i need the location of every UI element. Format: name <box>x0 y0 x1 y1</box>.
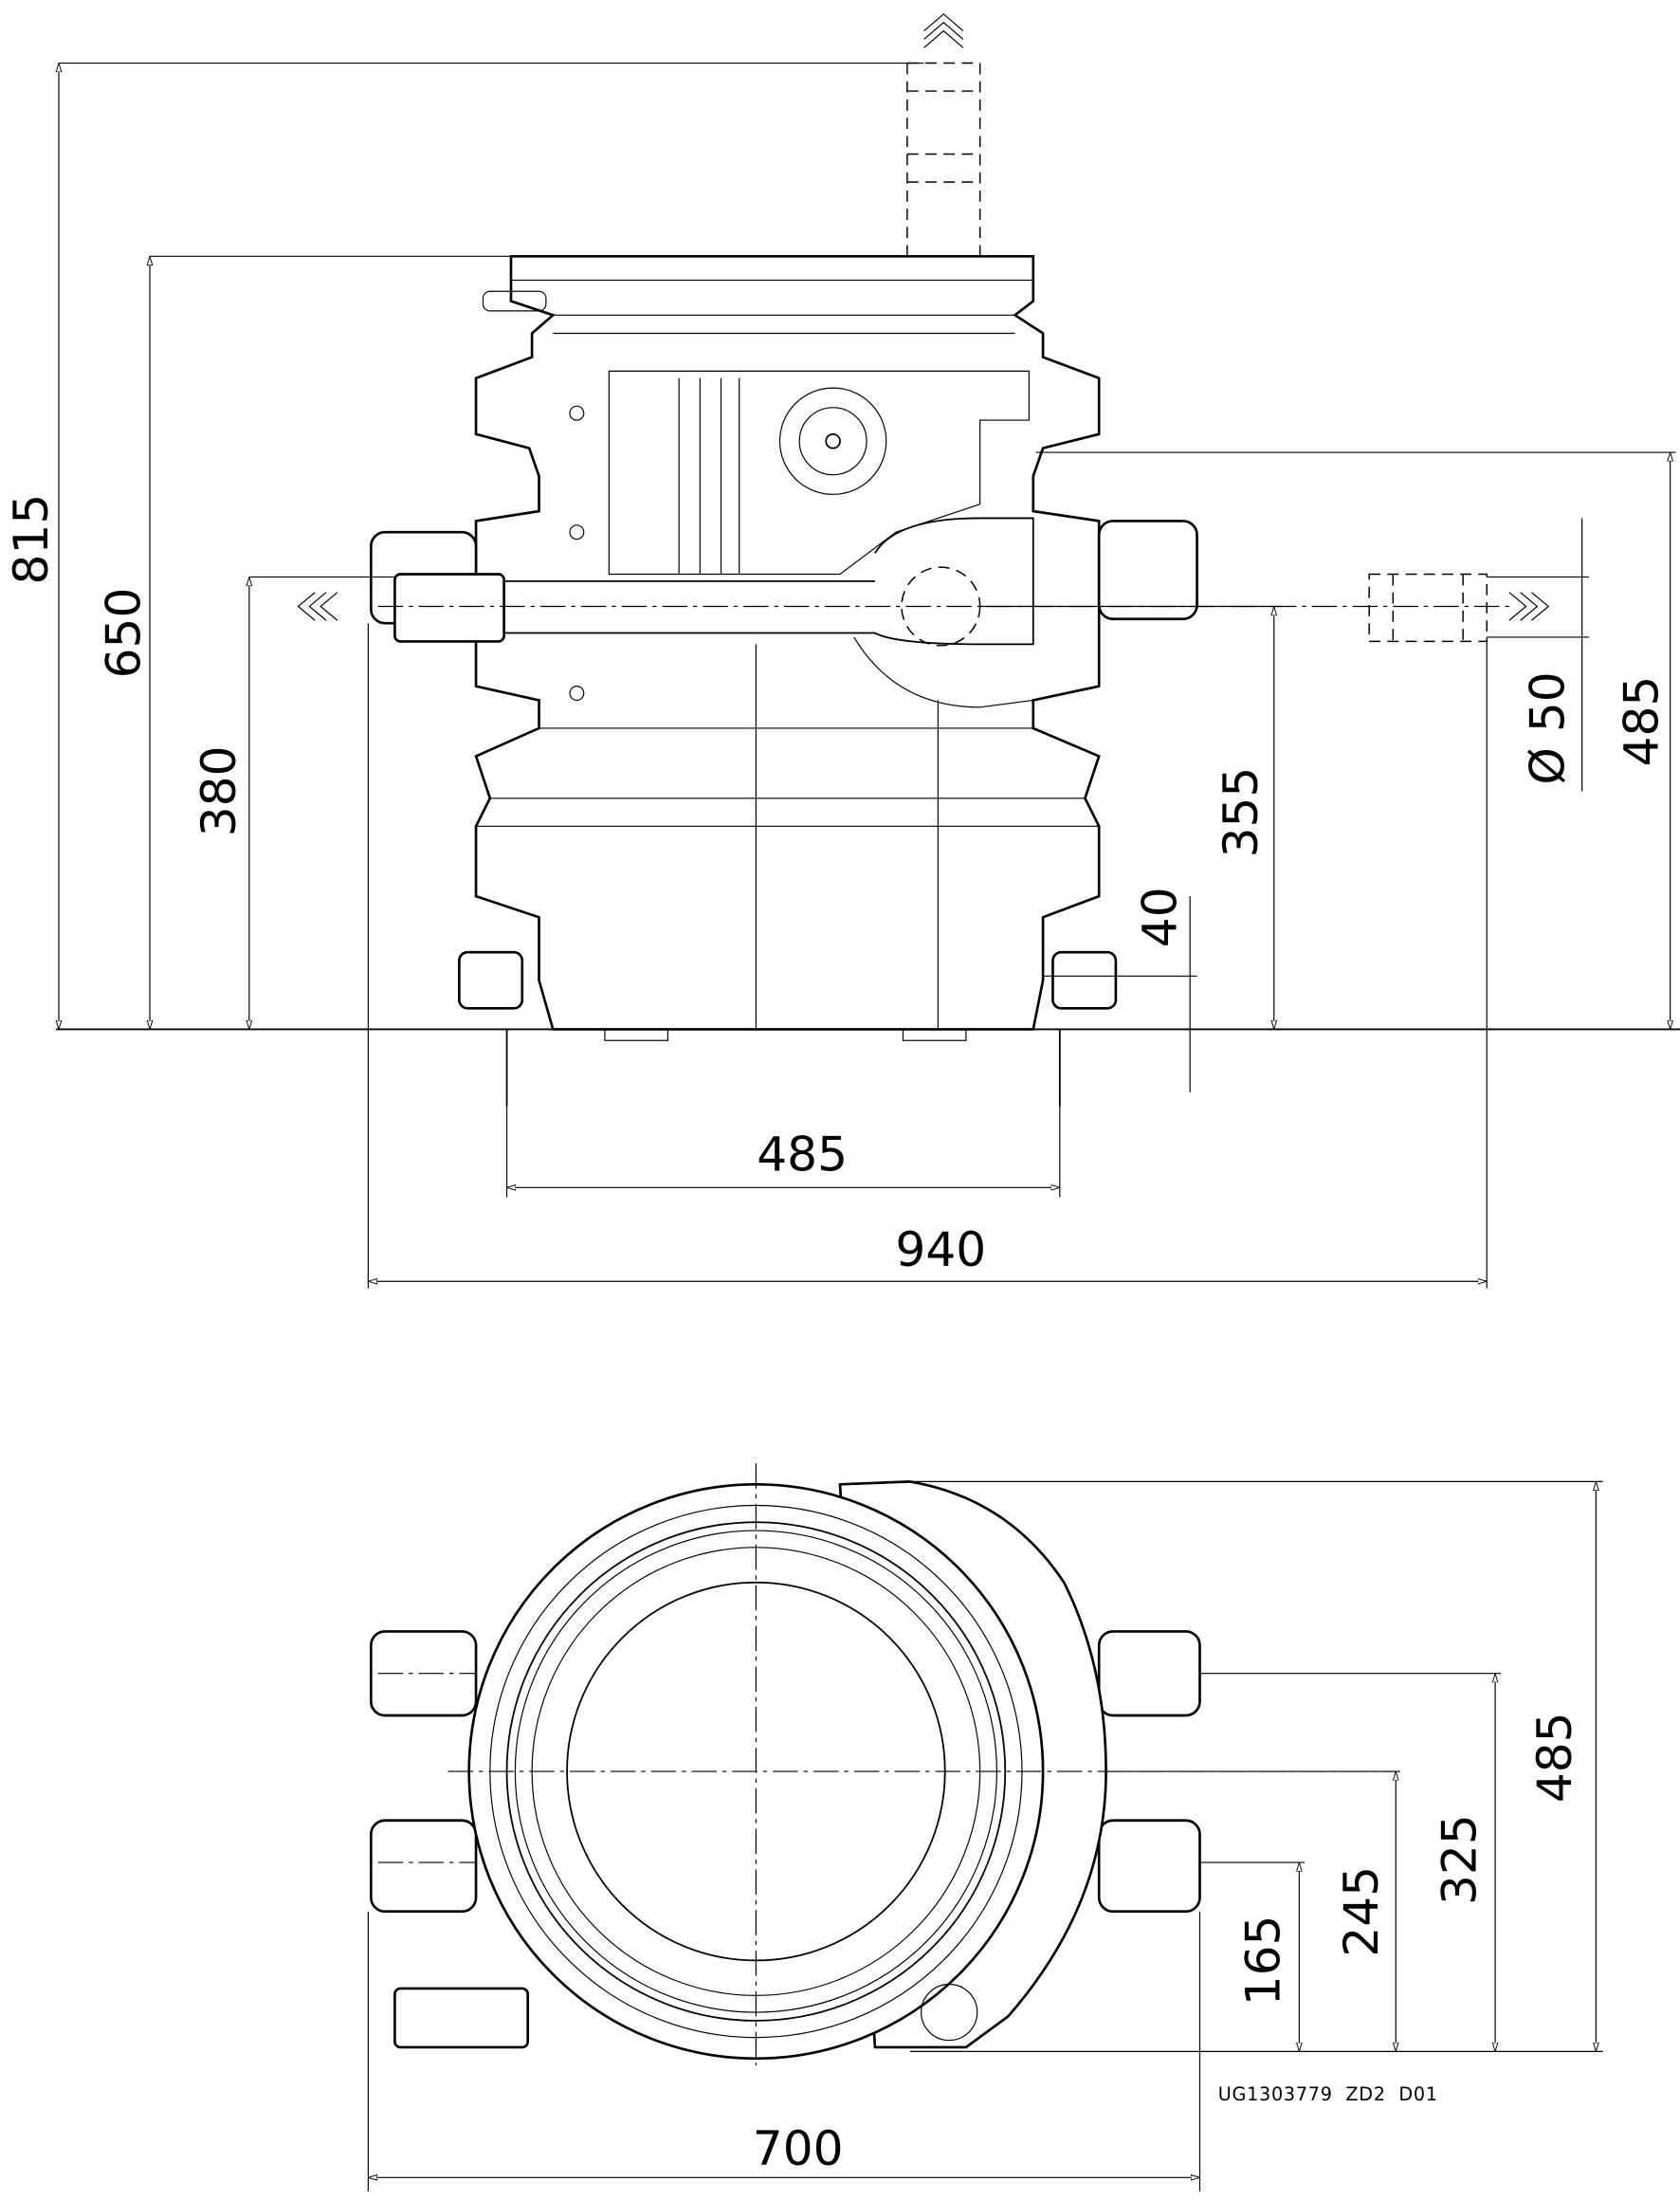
dim-width: 700 <box>753 2120 844 2176</box>
dim-total-height: 815 <box>3 494 59 585</box>
inlet-stubs <box>369 1630 1201 2049</box>
inlet-arrow-icon <box>297 592 338 621</box>
drawing-code: UG1303779 ZD2 D01 <box>1218 2083 1438 2105</box>
top-view: 485 325 245 165 700 UG1303779 ZD2 D01 <box>367 1463 1603 2192</box>
dim-pipe-diameter: Ø 50 <box>1519 671 1575 784</box>
dim-outlet-top-height: 485 <box>1613 676 1669 767</box>
left-foot <box>458 950 524 1010</box>
dim-inlet-upper: 325 <box>1431 1814 1487 1905</box>
dim-inlet-lower: 165 <box>1235 1916 1291 2007</box>
inlet-pipe <box>297 517 1512 647</box>
front-view: 815 650 380 355 40 Ø 50 485 485 940 <box>3 13 1680 1289</box>
vent-pipe <box>906 13 981 560</box>
dim-foot-height: 40 <box>1131 887 1187 947</box>
dim-foot-spacing: 485 <box>757 1127 848 1182</box>
dim-outlet-height: 355 <box>1213 767 1269 858</box>
float-switch <box>778 387 887 495</box>
right-foot <box>1051 950 1118 1010</box>
outlet-arrow-icon <box>1508 592 1550 621</box>
dim-body-height: 650 <box>96 588 152 679</box>
vent-arrow-icon <box>923 13 964 48</box>
dim-center: 245 <box>1333 1866 1389 1957</box>
tank-body <box>474 254 1101 1041</box>
dim-inlet-height: 380 <box>191 745 247 836</box>
dim-depth: 485 <box>1526 1712 1582 1803</box>
outlet-pipe-dashed <box>1368 573 1550 643</box>
anchor-screws <box>505 1029 1061 1107</box>
dim-total-width: 940 <box>895 1221 986 1277</box>
